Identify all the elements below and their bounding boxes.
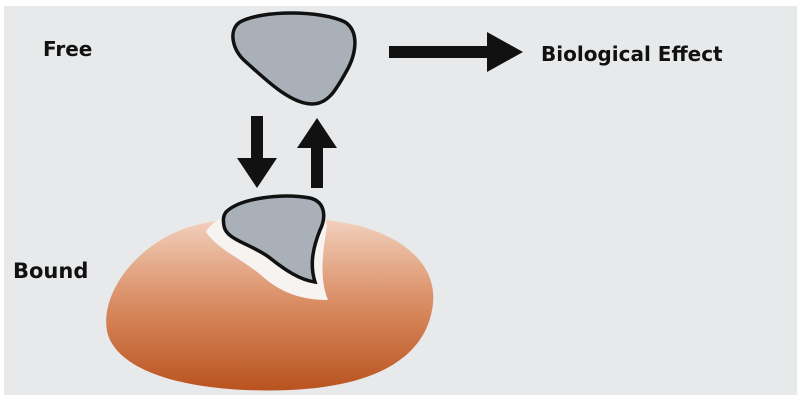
- bound-label: Bound: [13, 259, 88, 283]
- free-label: Free: [43, 37, 92, 61]
- free-ligand: [233, 13, 355, 104]
- biological-effect-label: Biological Effect: [541, 42, 723, 66]
- arrow-up-icon: [297, 118, 337, 188]
- arrow-down-icon: [237, 116, 277, 188]
- arrow-right-icon: [389, 32, 523, 72]
